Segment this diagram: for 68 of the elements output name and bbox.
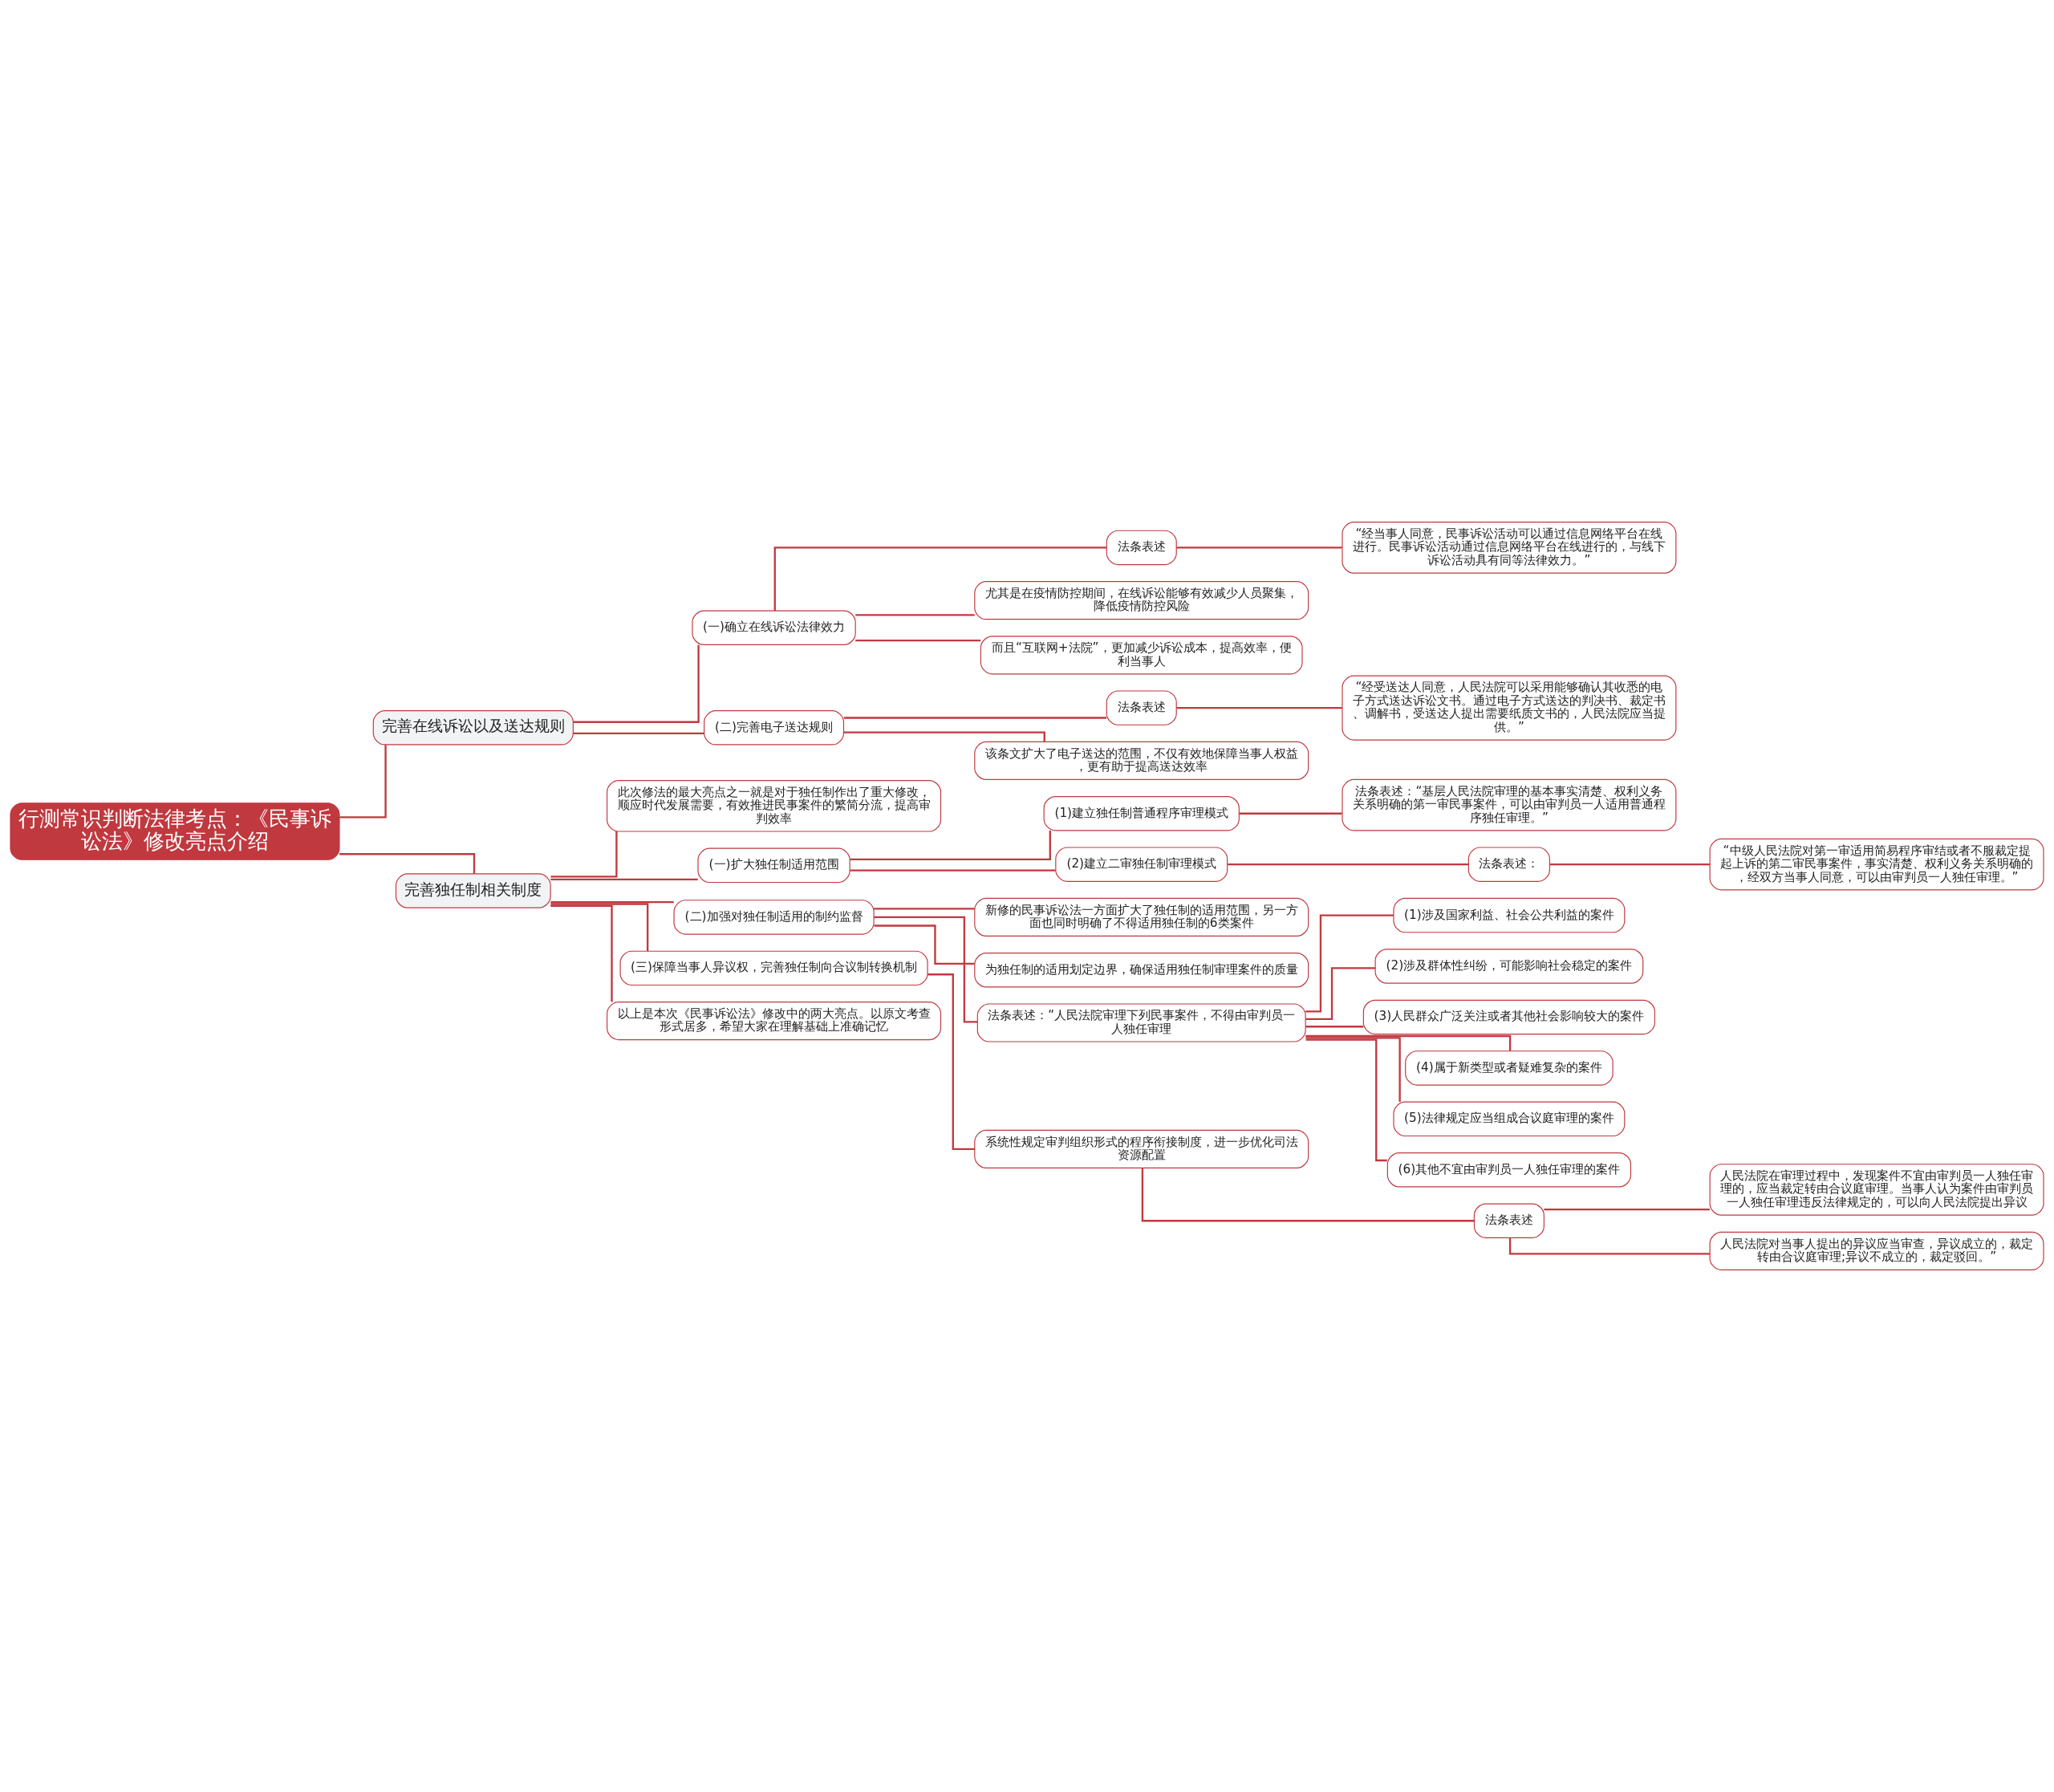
node-box: 人民法院在审理过程中，发现案件不宜由审判员一人独任审理的，应当裁定转由合议庭审理。当事人认为案件由审判员一人独任审理违反法律规定的，可以向人民法院提出异议 [1709, 1164, 2044, 1216]
connector [874, 916, 978, 1023]
connector [773, 547, 1106, 612]
connector [1305, 1034, 1512, 1051]
node-box: (二)完善电子送达规则 [704, 710, 845, 746]
node-box: (一)确立在线诉讼法律效力 [692, 610, 856, 645]
connector [573, 644, 700, 723]
node-box: “经当事人同意，民事诉讼活动可以通过信息网络平台在线进行。民事诉讼活动通过信息网络平台在线进行的，与线下诉讼活动具有同等法律效力。” [1342, 522, 1677, 574]
node-box: 完善在线诉讼以及送达规则 [372, 710, 574, 746]
connector [1544, 1208, 1710, 1211]
connector [573, 732, 704, 735]
connector [550, 831, 618, 878]
connector [1141, 1168, 1475, 1222]
connector [550, 904, 613, 1002]
node-box: (3)人民群众广泛关注或者其他社会影响较大的案件 [1362, 999, 1655, 1035]
node-box: 该条文扩大了电子送达的范围，不仅有效地保障当事人权益，更有助于提高送达效率 [974, 741, 1309, 780]
node-box: 法条表述：“人民法院审理下列民事案件，不得由审判员一人独任审理 [976, 1003, 1306, 1042]
connector [550, 900, 674, 904]
connector [855, 614, 975, 616]
connector [1228, 863, 1469, 866]
connector [874, 908, 975, 910]
connector [550, 878, 698, 881]
node-box: 法条表述 [1106, 690, 1177, 725]
node-box: “中级人民法院对第一审适用简易程序审结或者不服裁定提起上诉的第二审民事案件，事实清楚、权利义务关系明确的，经双方当事人同意，可以由审判员一人独任审理。” [1709, 838, 2044, 891]
connector [1176, 547, 1342, 549]
node-box: 为独任制的适用划定边界，确保适用独任制审理案件的质量 [974, 953, 1309, 988]
node-box: 而且“互联网+法院”，更加减少诉讼成本，提高效率，便利当事人 [980, 636, 1303, 675]
node-box: 法条表述：“基层人民法院审理的基本事实清楚、权利义务关系明确的第一审民事案件，可以由审判员一人适用普通程序独任审理。” [1342, 778, 1677, 831]
connector [1305, 914, 1394, 1013]
node-box: 尤其是在疫情防控期间，在线诉讼能够有效减少人员聚集，降低疫情防控风险 [974, 581, 1309, 620]
node-box: 法条表述 [1473, 1203, 1545, 1238]
connector [850, 869, 1056, 872]
connector [1176, 706, 1342, 709]
node-box: (2)建立二审独任制审理模式 [1055, 847, 1228, 882]
connector [1239, 812, 1342, 815]
node-box: (1)建立独任制普通程序审理模式 [1043, 795, 1240, 831]
connector [1305, 1026, 1364, 1028]
connector [1508, 1237, 1710, 1255]
node-box: 新修的民事诉讼法一方面扩大了独任制的适用范围，另一方面也同时明确了不得适用独任制的6类案件 [974, 897, 1309, 937]
node-box: (1)涉及国家利益、社会公共利益的案件 [1393, 897, 1626, 933]
node-box: “经受送达人同意，人民法院可以采用能够确认其收悉的电子方式送达诉讼文书。通过电子方式送达的判决书、裁定书、调解书，受送达人提出需要纸质文书的，人民法院应当提供。” [1342, 675, 1677, 741]
node-box: 系统性规定审判组织形式的程序衔接制度，进一步优化司法资源配置 [974, 1129, 1309, 1168]
node-box: 此次修法的最大亮点之一就是对于独任制作出了重大修改，顺应时代发展需要，有效推进民事案件的繁简分流，提高审判效率 [607, 780, 942, 832]
node-box: (5)法律规定应当组成合议庭审理的案件 [1393, 1101, 1626, 1137]
connector [1305, 1037, 1401, 1102]
connector [339, 745, 387, 819]
connector [550, 903, 649, 951]
node-box: (2)涉及群体性纠纷，可能影响社会稳定的案件 [1374, 949, 1644, 984]
connector [843, 717, 1107, 719]
connector [843, 731, 1045, 742]
connector [874, 924, 975, 965]
node-box: (4)属于新类型或者疑难复杂的案件 [1405, 1050, 1614, 1086]
node-box: (二)加强对独任制适用的制约监督 [673, 900, 875, 935]
node-box: 人民法院对当事人提出的异议应当审查，异议成立的，裁定转由合议庭审理;异议不成立的，裁定驳回。” [1709, 1231, 2044, 1270]
connector [1305, 1038, 1387, 1162]
node-box: (一)扩大独任制适用范围 [697, 847, 850, 884]
node-box: 法条表述 [1106, 530, 1177, 566]
connector [1305, 967, 1376, 1020]
connector [855, 639, 981, 642]
node-box: 以上是本次《民事诉讼法》修改中的两大亮点。以原文考查形式居多，希望大家在理解基础上准确记忆 [607, 1002, 942, 1041]
node-box: 法条表述： [1467, 847, 1550, 882]
node-box: (6)其他不宜由审判员一人独任审理的案件 [1386, 1152, 1632, 1188]
node-box: 行测常识判断法律考点：《民事诉讼法》修改亮点介绍 [10, 803, 340, 860]
connector [850, 831, 1051, 861]
node-box: (三)保障当事人异议权，完善独任制向合议制转换机制 [619, 950, 928, 986]
node-box: 完善独任制相关制度 [395, 873, 551, 908]
connector [339, 853, 476, 874]
connector [1549, 863, 1711, 866]
